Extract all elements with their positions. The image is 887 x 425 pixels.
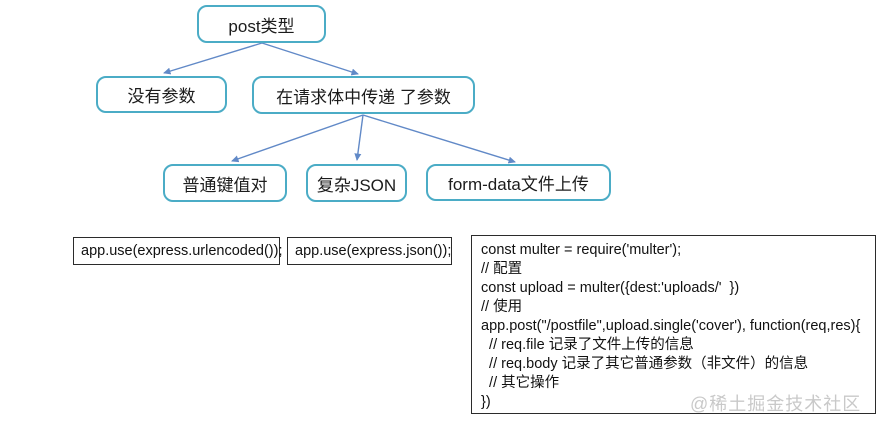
connector-arrow-3 (354, 114, 364, 161)
code-line: // req.body 记录了其它普通参数（非文件）的信息 (481, 356, 809, 372)
node-key-value: 普通键值对 (163, 164, 287, 202)
watermark-text: @稀土掘金技术社区 (690, 394, 862, 414)
code-line: // 其它操作 (481, 375, 560, 391)
code-line: const multer = require('multer'); (481, 242, 682, 258)
connector-arrow-2 (231, 114, 364, 163)
code-line: // req.file 记录了文件上传的信息 (481, 337, 694, 353)
node-no-params: 没有参数 (96, 76, 227, 113)
codebox-urlencoded: app.use(express.urlencoded()); (73, 237, 283, 265)
code-line: app.post("/postfile",upload.single('cove… (481, 318, 861, 334)
node-body-params: 在请求体中传递 了参数 (252, 76, 475, 114)
code-line: app.use(express.json()); (295, 242, 452, 259)
node-complex-json: 复杂JSON (306, 164, 407, 202)
code-line: // 配置 (481, 261, 523, 277)
codebox-json: app.use(express.json()); (287, 237, 452, 265)
connector-arrow-0 (163, 42, 263, 75)
code-line: }) (481, 394, 491, 410)
connector-arrow-1 (261, 42, 359, 76)
code-line: // 使用 (481, 299, 523, 315)
node-post-type: post类型 (197, 5, 326, 43)
node-form-data-upload: form-data文件上传 (426, 164, 611, 201)
connector-arrow-4 (362, 114, 516, 164)
codebox-multer: const multer = require('multer'); // 配置 co… (471, 235, 876, 414)
code-line: const upload = multer({dest:'uploads/' }… (481, 280, 740, 296)
code-line: app.use(express.urlencoded()); (81, 242, 283, 259)
